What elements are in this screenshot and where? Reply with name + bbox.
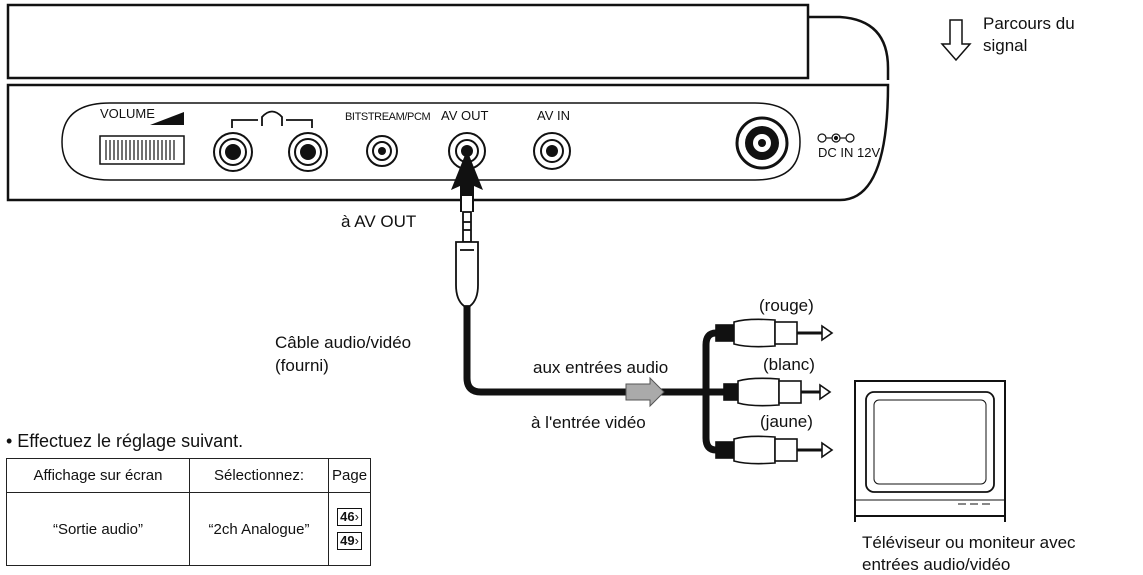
signal-legend-line2: signal [983, 36, 1028, 55]
yellow-label: (jaune) [760, 412, 813, 431]
cable-signal-arrow-icon [625, 376, 665, 408]
instruction-text: • Effectuez le réglage suivant. [6, 431, 244, 451]
to-av-out-label: à AV OUT [341, 212, 417, 231]
av-cable [463, 306, 706, 396]
rca-plug-red [715, 318, 834, 348]
signal-legend-line1: Parcours du [983, 14, 1075, 33]
headphone-jack-2[interactable] [288, 132, 328, 172]
cable-label-line2: (fourni) [275, 356, 329, 375]
cell-display: “Sortie audio” [6, 492, 190, 566]
page-ref-2[interactable]: 49 [337, 532, 362, 550]
header-select: Sélectionnez: [189, 458, 329, 493]
red-label: (rouge) [759, 296, 814, 315]
bitstream-label: BITSTREAM/PCM [345, 111, 431, 123]
dc-in-label: DC IN 12V [818, 145, 881, 160]
volume-dial[interactable] [99, 135, 185, 165]
video-input-label: à l'entrée vidéo [531, 413, 646, 432]
tv-monitor-icon [854, 380, 1006, 522]
av-out-arrow-icon [451, 150, 483, 212]
av-in-label: AV IN [537, 108, 570, 123]
white-label: (blanc) [763, 355, 815, 374]
header-display: Affichage sur écran [6, 458, 190, 493]
dc-in-jack[interactable] [735, 116, 789, 170]
av-out-label: AV OUT [441, 108, 489, 123]
tv-label-line1: Téléviseur ou moniteur avec [862, 533, 1076, 552]
rca-plug-white [723, 377, 832, 407]
player-side-panel [6, 83, 890, 202]
volume-wedge-icon [150, 112, 184, 125]
audio-inputs-label: aux entrées audio [533, 358, 669, 377]
table-row: “Sortie audio” “2ch Analogue” 46 49 [6, 492, 372, 566]
cable-label-line1: Câble audio/vidéo [275, 333, 412, 352]
settings-table: Affichage sur écran Sélectionnez: Page “… [6, 458, 372, 566]
bitstream-jack[interactable] [366, 135, 398, 167]
signal-path-arrow-icon [940, 19, 972, 62]
dc-polarity-icon [817, 133, 855, 143]
cell-pages: 46 49 [327, 492, 372, 566]
player-lid [6, 3, 890, 80]
av-mini-plug [455, 211, 479, 307]
cell-select: “2ch Analogue” [189, 492, 329, 566]
page-ref-1[interactable]: 46 [337, 508, 362, 526]
headphone-icon [231, 110, 313, 128]
header-page: Page [327, 458, 372, 493]
table-header-row: Affichage sur écran Sélectionnez: Page [6, 458, 372, 493]
tv-label-line2: entrées audio/vidéo [862, 555, 1011, 574]
headphone-jack-1[interactable] [213, 132, 253, 172]
rca-plug-yellow [715, 435, 834, 465]
volume-label: VOLUME [100, 106, 155, 121]
av-in-jack[interactable] [533, 132, 571, 170]
